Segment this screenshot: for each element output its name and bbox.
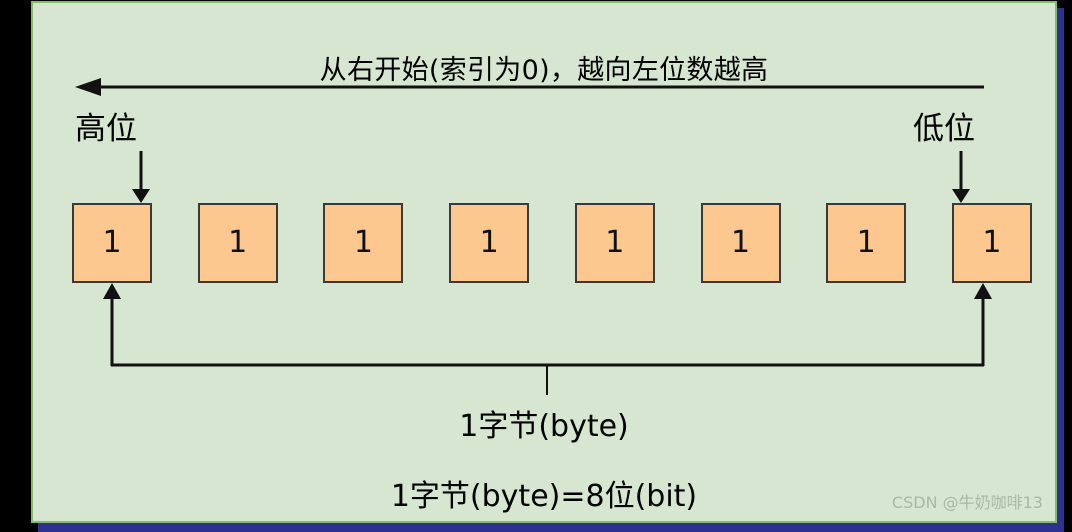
- top-caption-text: 从右开始(索引为0)，越向左位数越高: [319, 55, 769, 86]
- low-bit-pointer-arrow: [952, 151, 970, 203]
- byte-span-bracket: [103, 283, 992, 395]
- low-bit-label: 低位: [913, 111, 975, 147]
- bit-box: 1: [449, 203, 530, 283]
- bit-box: 1: [826, 203, 907, 283]
- bit-box: 1: [951, 203, 1032, 283]
- slide-frame: 从右开始(索引为0)，越向左位数越高 高位 低位 1 1 1 1 1 1 1 1: [31, 1, 1057, 523]
- high-bit-label: 高位: [75, 111, 137, 147]
- bit-box: 1: [197, 203, 278, 283]
- bit-box: 1: [72, 203, 152, 283]
- bit-box: 1: [700, 203, 781, 283]
- byte-caption-text: 1字节(byte): [459, 409, 629, 444]
- bit-box: 1: [574, 203, 655, 283]
- bit-box: 1: [323, 203, 404, 283]
- high-to-low-direction-arrow: [75, 78, 984, 96]
- bit-boxes-row: 1 1 1 1 1 1 1 1: [72, 202, 1032, 284]
- byte-equals-bits-caption-text: 1字节(byte)=8位(bit): [390, 479, 698, 514]
- csdn-watermark: CSDN @牛奶咖啡13: [891, 493, 1043, 512]
- high-bit-pointer-arrow: [132, 151, 150, 203]
